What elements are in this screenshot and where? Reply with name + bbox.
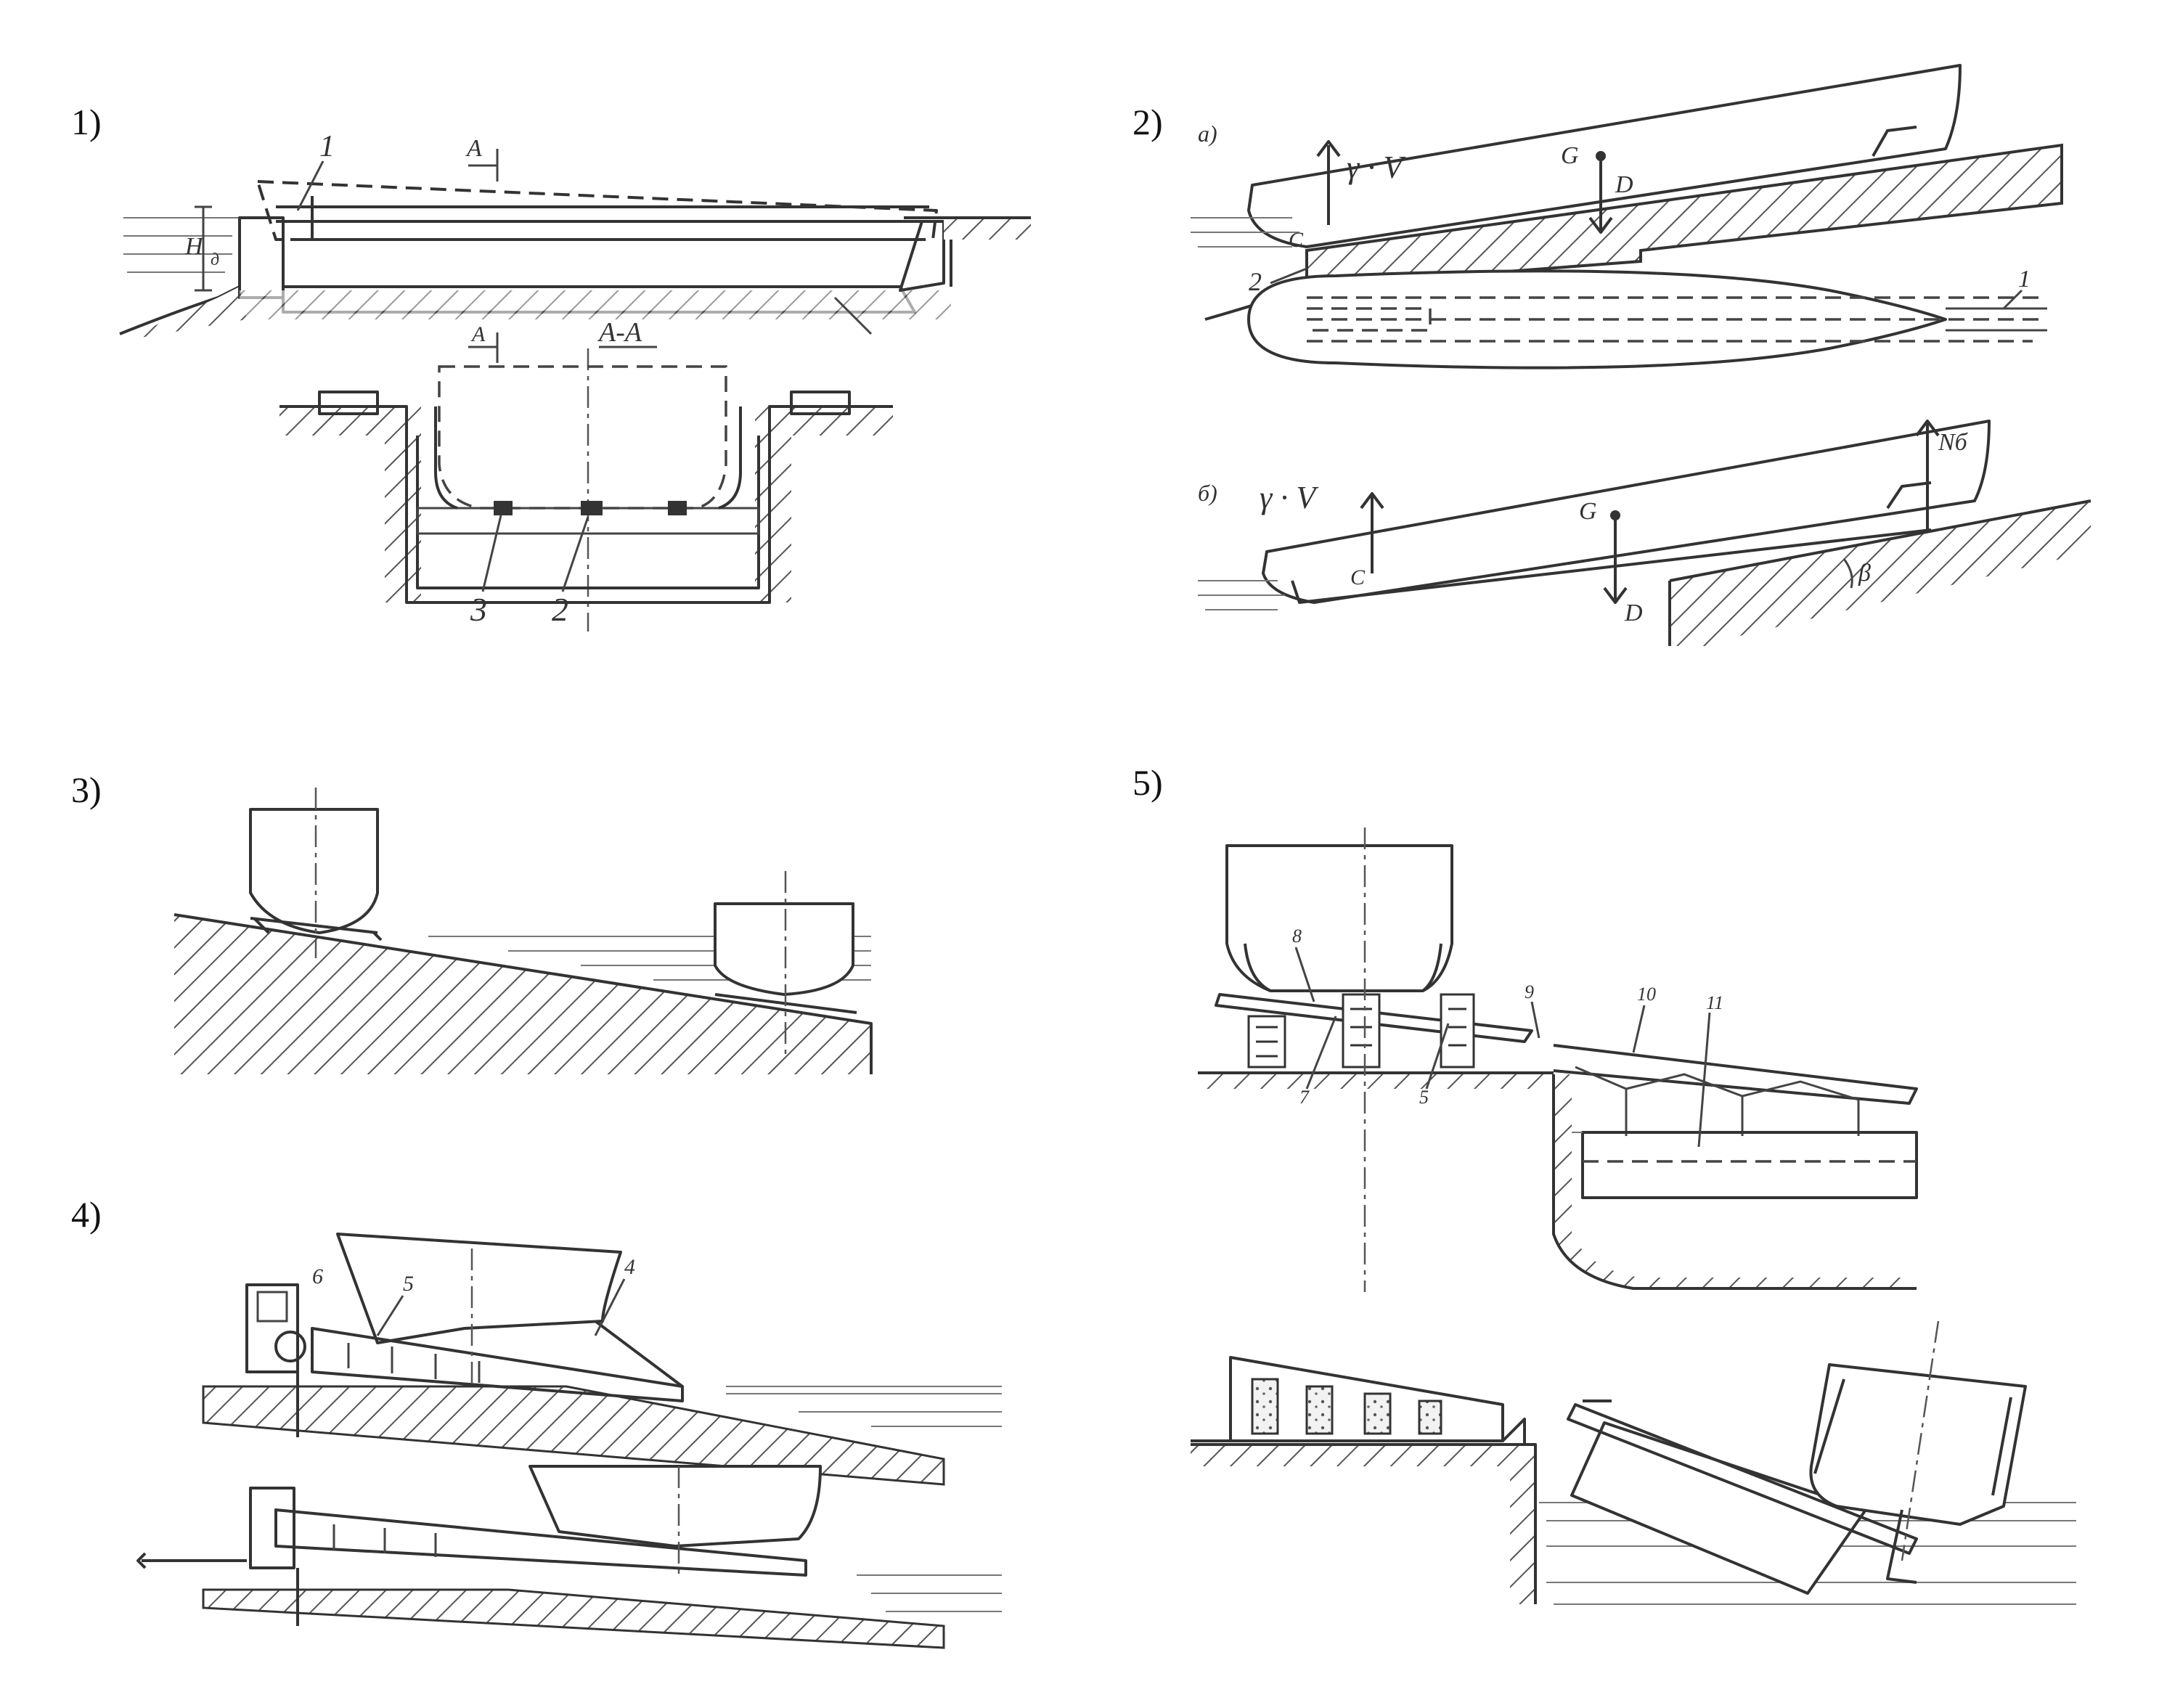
side-launch-upper: 8 7 5 9 10 11 (1198, 828, 1918, 1292)
stage-b-label: б) (1198, 480, 1217, 506)
dock-cross-section: A-A A 3 2 (279, 317, 893, 632)
panel-1-number: 1) (71, 102, 102, 142)
launch-stage-b: б) γ · V G D C Nб β (1198, 420, 2091, 646)
stage-b-buoyancy: γ · V (1260, 480, 1319, 515)
dock-longitudinal-section: H д 1 A (119, 130, 1031, 341)
side-callout-10: 10 (1637, 984, 1656, 1005)
cradle-callout-5: 5 (403, 1272, 414, 1296)
slope-angle-label: β (1858, 560, 1871, 587)
stage-a-gravity: G (1561, 142, 1579, 169)
stage-b-gravity: G (1579, 498, 1597, 525)
panel-5-number: 5) (1132, 762, 1163, 803)
panel-5-side-launch: 5) 8 7 5 (1132, 762, 2076, 1605)
callout-2-label: 2 (552, 591, 568, 628)
side-launch-lower-vessel (1809, 1363, 2027, 1526)
slipway-vessel-lower (714, 902, 854, 996)
tilting-cradle (1570, 1421, 1867, 1595)
side-launch-upper-vessel (1225, 844, 1453, 992)
side-callout-7: 7 (1299, 1087, 1310, 1108)
section-aa-label: A-A (597, 317, 642, 348)
cradle-launch-upper: 6 5 4 (202, 1233, 1002, 1486)
stage-a-label: a) (1198, 120, 1217, 147)
cross-section-vessel-outline (438, 365, 727, 510)
panel-4-number: 4) (71, 1194, 102, 1235)
plan-view-hull (1247, 269, 1947, 369)
panel-3-slipway: 3) (71, 769, 873, 1074)
callout-3-label: 3 (470, 591, 487, 628)
cradle-launch-lower (136, 1465, 1002, 1649)
cradle-callout-4: 4 (624, 1255, 635, 1279)
callout-2-lbl: 2 (1249, 267, 1262, 296)
panel-2-number: 2) (1132, 102, 1163, 142)
cut-label-bottom: A (470, 322, 486, 346)
slipway-vessel-upper (249, 808, 379, 934)
cut-label-top: A (465, 135, 482, 162)
launch-stage-a: a) γ · V G D C 2 (1191, 64, 2063, 321)
panel-3-number: 3) (71, 769, 102, 810)
side-callout-9: 9 (1525, 981, 1534, 1002)
side-launch-lower (1191, 1320, 2076, 1605)
stage-a-buoyancy: γ · V (1347, 150, 1406, 185)
cradle-upper-vessel (336, 1233, 622, 1344)
stage-a-weight: D (1615, 171, 1633, 198)
stage-b-weight: D (1624, 600, 1643, 626)
depth-label: H (184, 233, 205, 260)
panel-1-dry-dock: 1) H д 1 A A-A (71, 102, 1031, 632)
callout-1-label: 1 (319, 130, 335, 163)
stage-b-hull (1262, 420, 1991, 604)
cradle-callout-6: 6 (312, 1264, 323, 1288)
stage-b-buoyancy-center: C (1350, 565, 1366, 589)
panel-4-cradle-launch: 4) 6 5 4 (71, 1194, 1002, 1649)
dock-vessel-outline (256, 180, 938, 241)
panel-2-launching-forces: 2) a) γ · V G D C 2 1 (1132, 64, 2091, 646)
side-callout-11: 11 (1706, 992, 1723, 1013)
plan-view: 1 (1247, 266, 2047, 369)
callout-1-lbl: 1 (2018, 266, 2031, 293)
cradle-lower-vessel (528, 1465, 822, 1548)
stage-a-buoyancy-center: C (1289, 228, 1304, 252)
depth-subscript: д (211, 250, 219, 269)
side-callout-8: 8 (1292, 925, 1302, 947)
side-callout-5: 5 (1419, 1087, 1429, 1108)
reaction-force-label: Nб (1938, 429, 1969, 456)
